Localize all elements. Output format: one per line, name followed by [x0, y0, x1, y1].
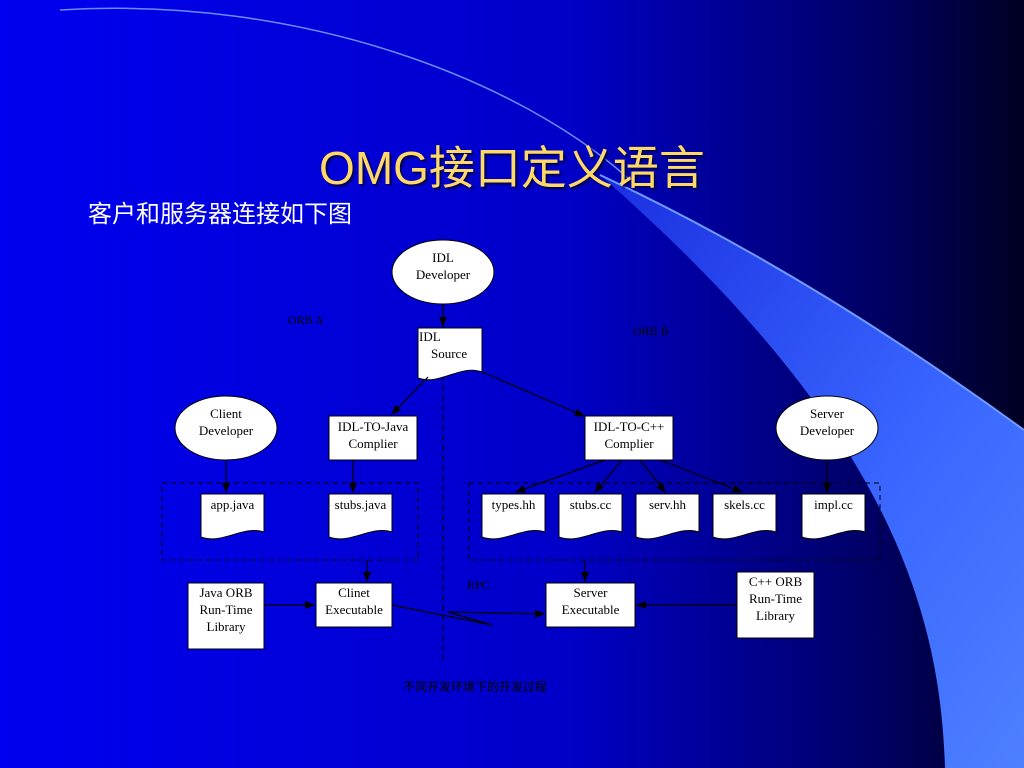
arrow-cpp-to-stubs — [594, 459, 623, 493]
stubs-cc-document — [558, 493, 623, 540]
decorative-arc — [59, 7, 631, 181]
idl-source-label-2: Source — [431, 346, 468, 361]
rpc-label: RPC — [467, 578, 490, 592]
page-subtitle: 客户和服务器连接如下图 — [88, 200, 352, 228]
app-java-label: app.java — [210, 497, 255, 512]
rpc-connection-arrow — [391, 604, 545, 626]
arrow-cpp-to-skels — [659, 459, 743, 493]
arrow-source-to-java — [391, 376, 429, 415]
orb-b-label: ORB B — [633, 324, 669, 338]
java-orb-label: Java ORB Run-Time Library — [199, 585, 253, 634]
serv-hh-label: serv.hh — [648, 497, 687, 512]
page-title: OMG接口定义语言 — [319, 142, 705, 194]
idl-source-label-1: IDL — [419, 329, 441, 344]
orb-a-label: ORB A — [288, 313, 324, 327]
idl-source-document — [417, 327, 483, 381]
types-hh-document — [481, 493, 546, 540]
decorative-wave — [600, 175, 1024, 768]
diagram-caption: 不同开发环境下的开发过程 — [402, 680, 547, 694]
skels-cc-label: skels.cc — [724, 497, 765, 512]
impl-cc-label: impl.cc — [814, 497, 853, 512]
stubs-cc-label: stubs.cc — [569, 497, 612, 512]
serv-hh-document — [635, 493, 700, 540]
client-developer-label: Client Developer — [198, 406, 254, 438]
idl-to-cpp-compiler-box — [584, 415, 674, 461]
arrow-source-to-cpp — [481, 371, 585, 417]
arrow-cpp-to-serv — [639, 459, 666, 493]
impl-cc-document — [801, 493, 866, 540]
server-executable-label: Server Executable — [561, 585, 620, 617]
stubs-java-document — [328, 493, 393, 540]
skels-cc-document — [712, 493, 777, 540]
java-orb-library-box — [187, 582, 265, 650]
cpp-orb-library-box — [736, 571, 815, 639]
idl-developer-label: IDL Developer — [415, 250, 471, 282]
app-java-document — [200, 493, 265, 540]
arrow-cpp-to-types — [515, 459, 606, 493]
idl-to-java-label: IDL-TO-Java Complier — [337, 419, 409, 451]
stubs-java-label: stubs.java — [334, 497, 387, 512]
cpp-files-group — [468, 482, 881, 561]
java-files-group — [161, 482, 419, 561]
clinet-executable-box — [315, 582, 393, 628]
server-developer-label: Server Developer — [799, 406, 855, 438]
server-executable-box — [545, 582, 636, 628]
cpp-orb-label: C++ ORB Run-Time Library — [748, 574, 803, 623]
clinet-executable-label: Clinet Executable — [325, 585, 383, 617]
idl-to-cpp-label: IDL-TO-C++ Complier — [593, 419, 665, 451]
types-hh-label: types.hh — [491, 497, 536, 512]
idl-to-java-compiler-box — [328, 415, 418, 461]
